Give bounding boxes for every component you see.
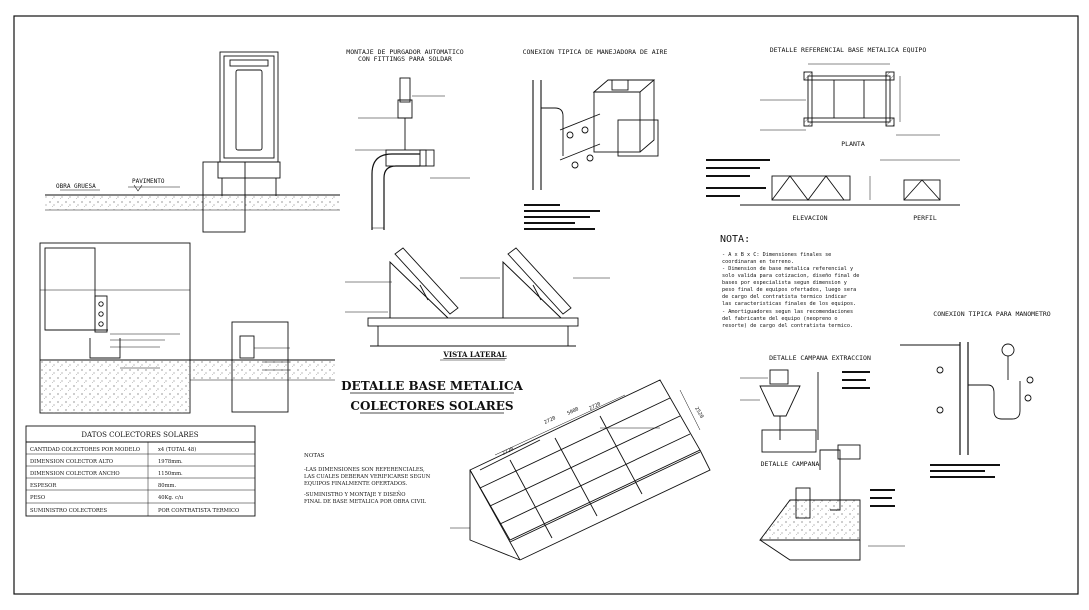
datos-colectores-table: [25, 425, 256, 517]
notas-base-line: -SUMINISTRO Y MONTAJE Y DISEÑO: [304, 490, 405, 498]
manometro-detail: [900, 342, 1034, 478]
dim-label: 2520: [693, 406, 704, 419]
nota-line: - A x B x C: Dimensiones finales se: [722, 252, 831, 258]
nota-line: coordinaran en terreno.: [722, 259, 794, 265]
nota-line: resorte) de cargo del contratista termic…: [722, 323, 853, 329]
table-title: DATOS COLECTORES SOLARES: [81, 431, 198, 439]
campana-isometric: [759, 444, 905, 561]
purgador-detail: [355, 77, 470, 230]
table-cell: DIMENSION COLECTOR ANCHO: [30, 471, 120, 477]
table-cell: 1150mm.: [158, 471, 183, 477]
base-equipo-planta: [760, 63, 940, 136]
perfil-label: PERFIL: [913, 214, 937, 222]
manometro-title: CONEXION TIPICA PARA MANOMETRO: [933, 310, 1050, 318]
nota-line: peso final de equipos ofertados, luego s…: [722, 287, 856, 293]
detalle-base-title: DETALLE BASE METALICA: [341, 379, 523, 393]
table-cell: POR CONTRATISTA TERMICO: [158, 508, 239, 514]
campana-extraccion-detail: [740, 369, 870, 453]
nota-line: bases por especialista segun dimension y: [722, 280, 847, 286]
sheet-border: [13, 15, 1079, 595]
elevacion-label: ELEVACION: [792, 214, 827, 222]
nota-line: las caracteristicas finales de los equip…: [722, 301, 856, 307]
notas-base-line: FINAL DE BASE METALICA POR OBRA CIVIL: [304, 499, 427, 505]
planta-label: PLANTA: [841, 140, 865, 148]
notas-base-line: LAS CUALES DEBERAN VERIFICARSE SEGUN: [304, 474, 431, 480]
table-cell: 40Kg. c/u: [158, 495, 184, 501]
base-equipo-title: DETALLE REFERENCIAL BASE METALICA EQUIPO: [770, 46, 927, 54]
equipment-on-floor-detail: [45, 51, 340, 233]
dim-label: 2720: [543, 415, 556, 426]
table-cell: SUMINISTRO COLECTORES: [30, 508, 108, 514]
dim-label: 2720: [501, 446, 514, 457]
nota-lines: - A x B x C: Dimensiones finales se coor…: [722, 252, 859, 329]
purgador-title-2: CON FITTINGS PARA SOLDAR: [358, 55, 452, 63]
base-equipo-elevacion: [706, 159, 960, 206]
notas-base-heading: NOTAS: [304, 453, 325, 459]
table-cell: DIMENSION COLECTOR ALTO: [30, 459, 113, 465]
vista-lateral-label: VISTA LATERAL: [442, 350, 506, 359]
table-cell: PESO: [30, 495, 45, 501]
dim-label: 5000: [566, 406, 579, 417]
manejadora-detail: [524, 79, 659, 230]
obra-gruesa-label: OBRA GRUESA: [56, 183, 96, 190]
wall-base-detail: [39, 242, 335, 414]
notas-base-line: EQUIPOS FINALMENTE OFERTADOS.: [304, 481, 407, 487]
table-cell: 1978mm.: [158, 459, 183, 465]
notas-base-line: -LAS DIMENSIONES SON REFERENCIALES,: [304, 467, 425, 473]
vista-lateral-detail: [345, 247, 610, 361]
dim-label: 2720: [588, 401, 601, 412]
table-cell: x4 (TOTAL 48): [158, 446, 196, 453]
detalle-campana-label: DETALLE CAMPANA: [761, 460, 820, 468]
nota-line: - Dimension de base metalica referencial…: [722, 266, 853, 272]
nota-line: del fabricante del equipo (neopreno o: [722, 316, 838, 322]
nota-line: solo valida para cotizacion, diseño fina…: [722, 273, 859, 279]
nota-line: de cargo del contratista termico indicar: [722, 294, 847, 300]
table-cell: ESPESOR: [30, 483, 57, 489]
table-cell: 80mm.: [158, 483, 176, 489]
colectores-title: COLECTORES SOLARES: [350, 399, 513, 413]
manejadora-title: CONEXION TIPICA DE MANEJADORA DE AIRE: [523, 48, 668, 56]
campana-extraccion-title: DETALLE CAMPANA EXTRACCION: [769, 354, 871, 362]
table-cell: CANTIDAD COLECTORES POR MODELO: [30, 447, 140, 453]
pavimento-label: PAVIMENTO: [132, 178, 165, 185]
purgador-title-1: MONTAJE DE PURGADOR AUTOMATICO: [346, 48, 463, 56]
nota-heading: NOTA:: [720, 234, 750, 245]
nota-line: - Amortiguadores segun las recomendacion…: [722, 309, 853, 315]
collector-frame-isometric: [450, 379, 711, 561]
